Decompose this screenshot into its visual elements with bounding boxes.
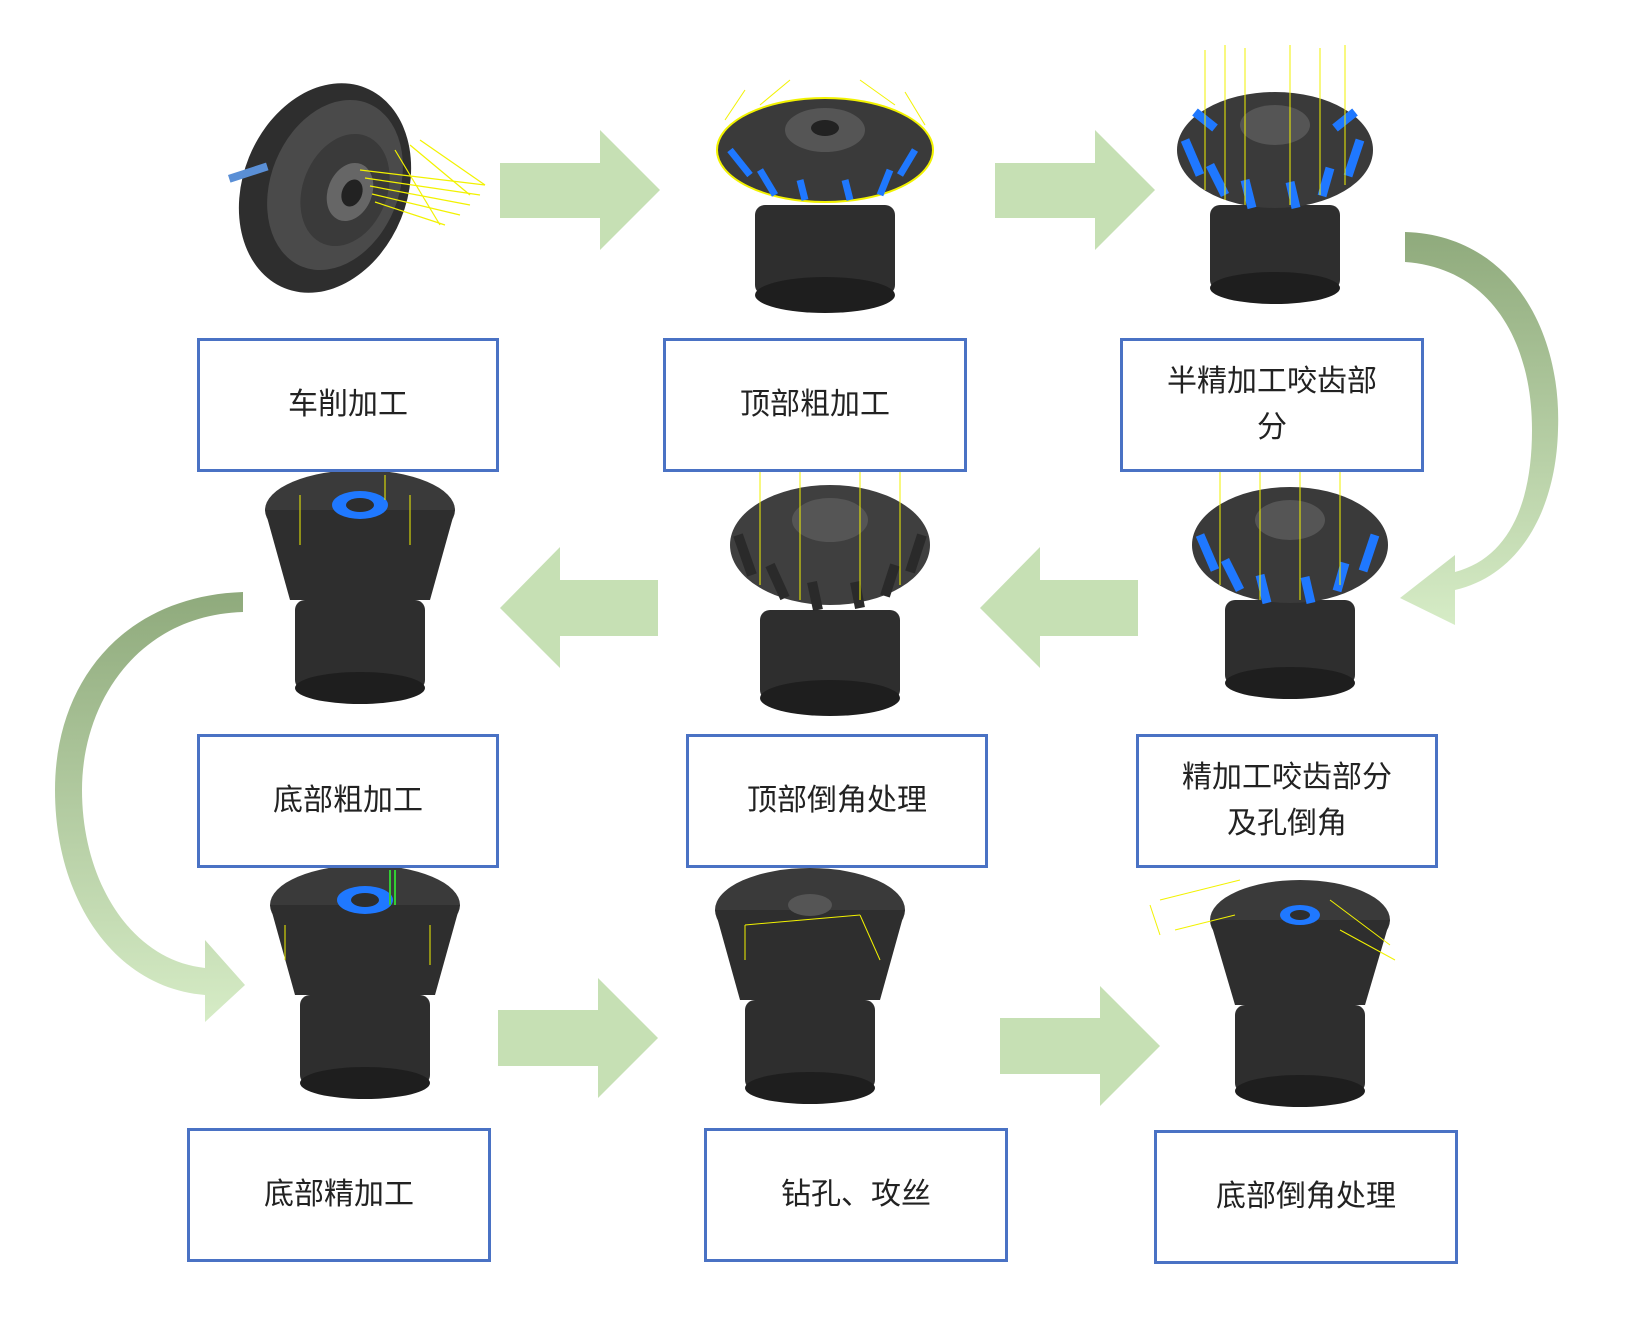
bevel-gear-roughing-icon (716, 79, 934, 313)
arrow-right-2 (995, 130, 1155, 250)
step-label-bottom-finish: 底部精加工 (264, 1176, 414, 1212)
step-box-top-rough: 顶部粗加工 (663, 338, 967, 472)
arrow-left-1 (980, 547, 1138, 668)
bevel-gear-semi-finish-icon (1177, 45, 1373, 304)
step-label-bottom-rough: 底部粗加工 (273, 782, 423, 818)
step-box-bottom-chamfer: 底部倒角处理 (1154, 1130, 1458, 1264)
curved-arrow-left (55, 592, 245, 1022)
step-box-drill-tap: 钻孔、攻丝 (704, 1128, 1008, 1262)
step-label-finish-teeth-hole: 精加工咬齿部分 及孔倒角 (1182, 759, 1392, 842)
arrow-left-2 (500, 547, 658, 668)
step-box-finish-teeth-hole: 精加工咬齿部分 及孔倒角 (1136, 734, 1438, 868)
step-box-semi-finish-teeth: 半精加工咬齿部 分 (1120, 338, 1424, 472)
step-label-top-rough: 顶部粗加工 (740, 386, 890, 422)
step-label-turning: 车削加工 (288, 386, 408, 422)
arrow-right-3 (498, 978, 658, 1098)
arrow-right-4 (1000, 986, 1160, 1106)
step-label-bottom-chamfer: 底部倒角处理 (1216, 1178, 1396, 1214)
gear-bottom-chamfer-icon (1149, 879, 1396, 1107)
step-box-bottom-finish: 底部精加工 (187, 1128, 491, 1262)
step-box-turning: 车削加工 (197, 338, 499, 472)
step-label-top-chamfer: 顶部倒角处理 (747, 782, 927, 818)
bevel-gear-finish-icon (1192, 470, 1388, 699)
gear-bottom-rough-icon (265, 470, 455, 704)
step-box-bottom-rough: 底部粗加工 (197, 734, 499, 868)
bevel-gear-chamfer-icon (730, 470, 930, 716)
curved-arrow-right (1400, 232, 1559, 625)
step-label-semi-finish-teeth: 半精加工咬齿部 分 (1167, 363, 1377, 446)
turning-disc-icon (228, 83, 486, 293)
step-box-top-chamfer: 顶部倒角处理 (686, 734, 988, 868)
gear-bottom-finish-icon (270, 865, 460, 1099)
gear-drill-tap-icon (715, 868, 905, 1104)
arrow-right-1 (500, 130, 660, 250)
step-label-drill-tap: 钻孔、攻丝 (781, 1176, 931, 1212)
